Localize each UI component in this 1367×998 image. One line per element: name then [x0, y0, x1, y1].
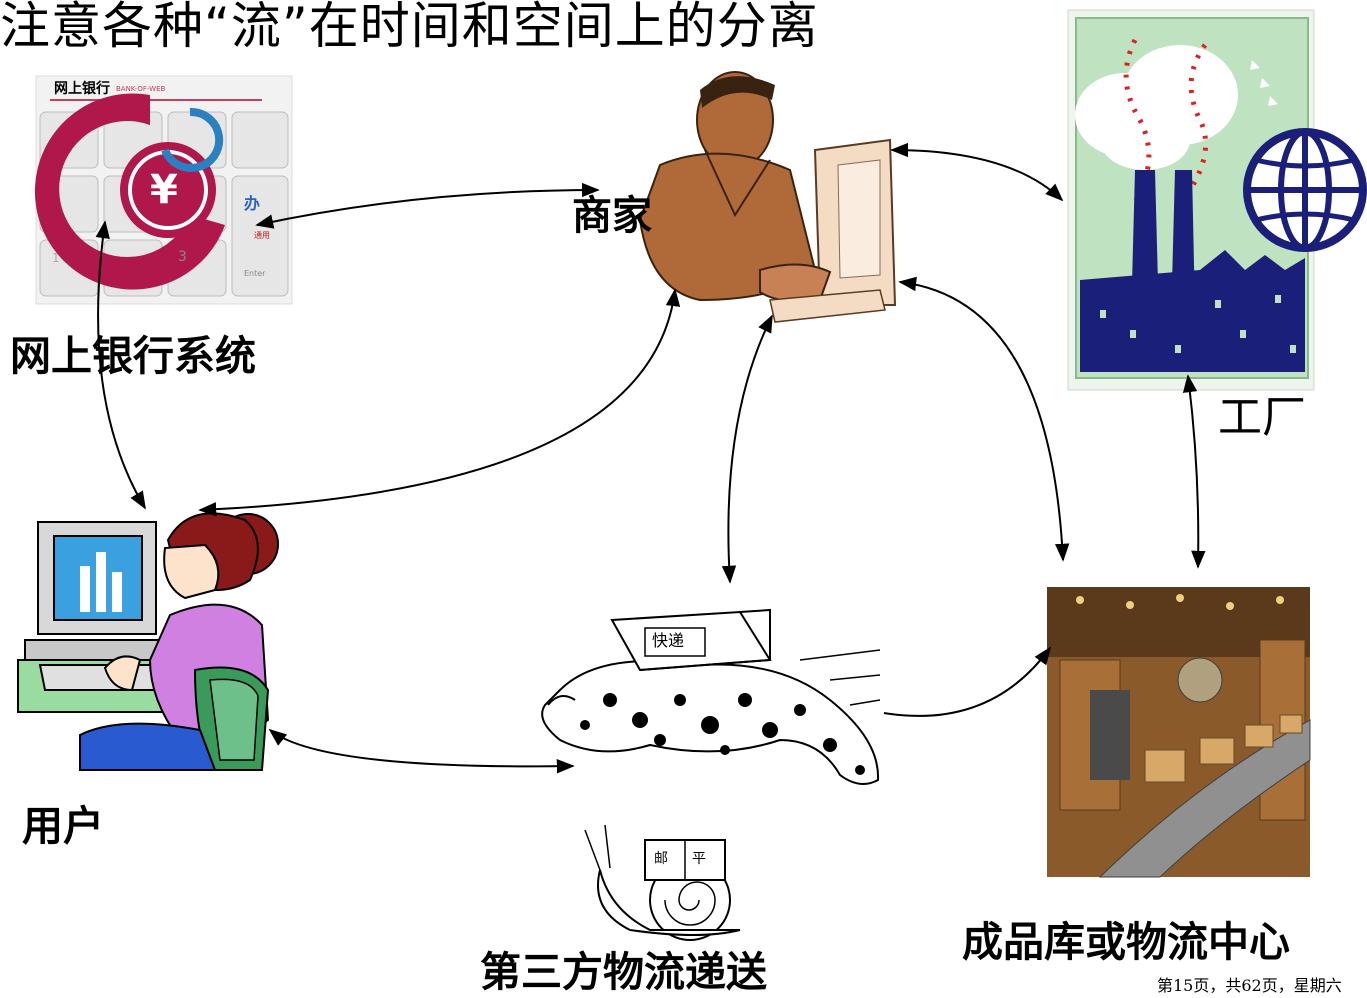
logistics-label: 第三方物流递送 — [480, 948, 767, 996]
bank-panel-title: 网上银行 — [54, 81, 110, 97]
arrow-merchant-user — [198, 288, 681, 517]
warehouse-illustration — [1047, 587, 1311, 878]
arrow-bank-user — [95, 220, 146, 510]
bank-key-glyph: 办 — [244, 194, 261, 213]
bank-panel-subtitle: BANK-OF-WEB — [116, 85, 166, 93]
package-slow-text: 平 — [692, 851, 706, 867]
factory-label: 工厂 — [1218, 392, 1306, 443]
user-label: 用户 — [22, 802, 104, 850]
arrow-merchant-factory — [890, 142, 1064, 202]
arrow-merchant-logistics — [721, 314, 773, 584]
arrow-merchant-warehouse — [898, 276, 1070, 562]
warehouse-label: 成品库或物流中心 — [962, 918, 1290, 966]
arrow-user-logistics — [268, 728, 575, 774]
page-title: 注意各种“流”在时间和空间上的分离 — [0, 0, 819, 55]
package-slow-text-2: 邮 — [654, 851, 668, 867]
arrow-logistics-warehouse — [883, 646, 1052, 717]
bank-key-glyph-red: 通用 — [254, 231, 270, 240]
merchant-label: 商家 — [572, 193, 652, 239]
package-fast-text: 快递 — [652, 631, 685, 650]
page-footer: 第15页，共62页，星期六 — [1157, 976, 1342, 995]
bank-key-enter: Enter — [244, 269, 266, 278]
arrow-bank-merchant — [255, 182, 600, 229]
flow-arrows — [95, 142, 1206, 774]
user-illustration — [17, 512, 279, 771]
merchant-illustration — [638, 71, 897, 323]
arrow-factory-warehouse — [1182, 374, 1206, 569]
factory-illustration — [1067, 9, 1367, 391]
logistics-illustration — [541, 608, 881, 941]
bank-label: 网上银行系统 — [10, 332, 256, 380]
bank-key-3: 3 — [178, 249, 187, 265]
bank-key-1: 1 — [52, 251, 60, 265]
bank-currency-icon: ¥ — [150, 167, 178, 213]
